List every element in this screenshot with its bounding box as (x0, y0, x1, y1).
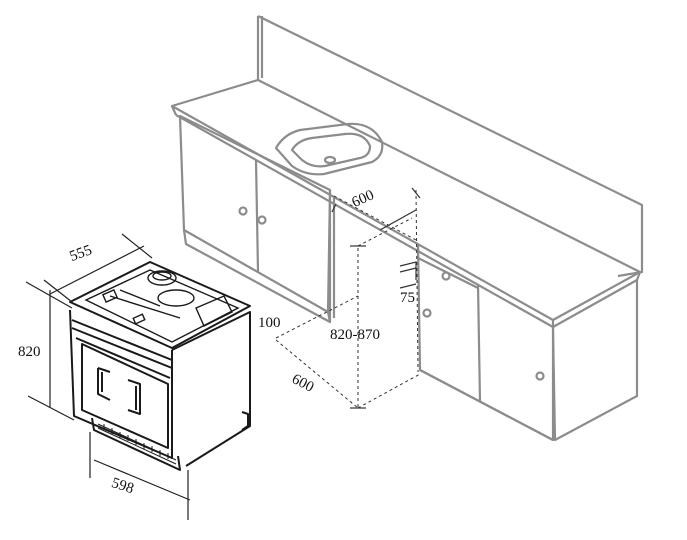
niche-dimension-lines (275, 189, 421, 409)
right-cabinet-right (551, 280, 639, 442)
dim-label-gap: 75 (400, 290, 415, 306)
dishwasher (69, 261, 251, 471)
door-bracket-right (127, 379, 141, 415)
right-cabinet-door-split (476, 283, 482, 403)
right-cabinet-panel-top (416, 244, 479, 289)
dim-598-line (93, 459, 191, 501)
basket-plate-1 (101, 288, 119, 304)
niche-left-panel (328, 190, 336, 322)
small-shelf (399, 261, 417, 280)
dishwasher-side (171, 311, 251, 467)
control-panel-lower (75, 337, 171, 379)
dishwasher-dimension-lines (25, 233, 191, 520)
niche-floor-front (357, 373, 421, 409)
basket-plate-2 (132, 313, 146, 325)
right-cabinet (416, 243, 555, 442)
kickplate (91, 417, 181, 471)
basket-bowl (157, 289, 195, 307)
door-knob-4 (422, 308, 432, 318)
niche-top-diagonal (357, 217, 413, 247)
door-frame (81, 343, 169, 449)
backsplash (256, 15, 644, 278)
door-knob-3 (441, 271, 451, 281)
countertop (170, 78, 642, 322)
dim-label-plinth: 100 (258, 315, 281, 331)
niche-depth-line (275, 339, 359, 409)
left-cabinet-door-split (254, 159, 260, 273)
dim-label-niche-height: 820-870 (330, 327, 380, 343)
door-bracket-left (97, 367, 111, 401)
right-cabinet-bottom (419, 369, 554, 441)
dim-label-height: 820 (18, 344, 41, 360)
dishwasher-front (69, 309, 173, 459)
door-knob-2 (257, 215, 267, 225)
door-knob-5 (535, 371, 545, 381)
control-panel (71, 319, 173, 369)
dim-555-line (49, 245, 145, 295)
dishwasher-basket (84, 269, 240, 343)
niche-inner-vertical-2 (415, 189, 419, 373)
kickplate-vent (97, 423, 177, 465)
sink-inner (290, 132, 372, 168)
niche-back-top (333, 195, 417, 241)
kitchen-cabinets (170, 15, 644, 442)
dim-820-tick-top (25, 281, 73, 309)
sink-outer (274, 122, 384, 176)
dishwasher-top (69, 261, 251, 349)
dim-555-tick-right (121, 233, 153, 259)
dim-555-tick-left (43, 279, 73, 303)
door-knob-1 (238, 206, 248, 216)
sink-drain (323, 155, 337, 165)
basket-cup (147, 270, 177, 286)
niche-dimension-ticks (331, 187, 421, 409)
basket-spray-arm (109, 289, 181, 319)
dim-820-tick-bottom (27, 395, 75, 421)
side-hinge (241, 411, 249, 431)
